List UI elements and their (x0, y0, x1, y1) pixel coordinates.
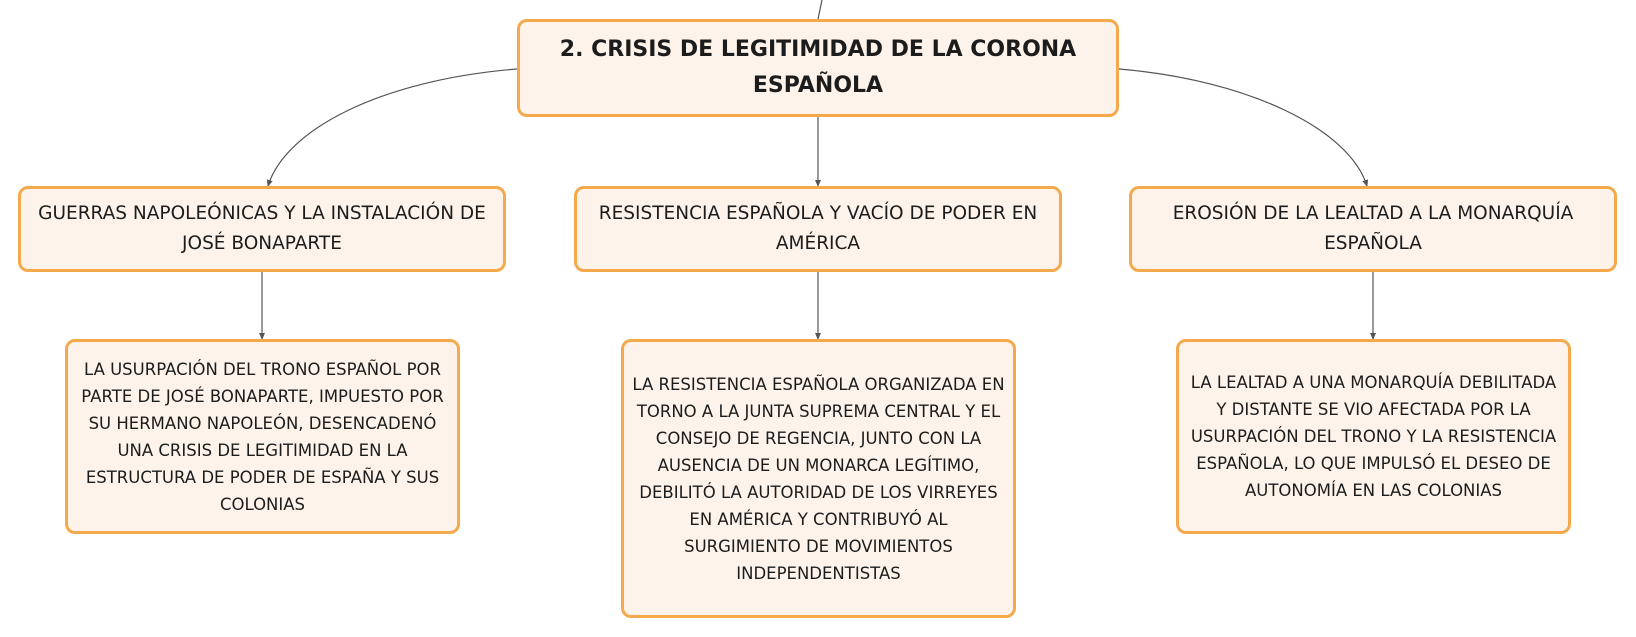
detail-node-text: LA USURPACIÓN DEL TRONO ESPAÑOL POR PART… (81, 359, 444, 514)
topic-node-label: GUERRAS NAPOLEÓNICAS Y LA INSTALACIÓN DE… (38, 203, 486, 254)
detail-node-usurpacion-trono[interactable]: LA USURPACIÓN DEL TRONO ESPAÑOL POR PART… (65, 339, 460, 534)
topic-node-erosion-lealtad[interactable]: EROSIÓN DE LA LEALTAD A LA MONARQUÍA ESP… (1129, 186, 1617, 272)
detail-node-text: LA RESISTENCIA ESPAÑOLA ORGANIZADA EN TO… (632, 374, 1005, 583)
connector-root-to-topic-1 (266, 68, 518, 187)
root-node-label: 2. CRISIS DE LEGITIMIDAD DE LA CORONA ES… (559, 37, 1077, 98)
detail-node-text: LA LEALTAD A UNA MONARQUÍA DEBILITADA Y … (1190, 373, 1557, 500)
detail-node-resistencia-organizada[interactable]: LA RESISTENCIA ESPAÑOLA ORGANIZADA EN TO… (621, 339, 1016, 618)
topic-node-label: EROSIÓN DE LA LEALTAD A LA MONARQUÍA ESP… (1172, 203, 1574, 254)
detail-node-lealtad-debilitada[interactable]: LA LEALTAD A UNA MONARQUÍA DEBILITADA Y … (1176, 339, 1571, 534)
topic-node-resistencia-espanola[interactable]: RESISTENCIA ESPAÑOLA Y VACÍO DE PODER EN… (574, 186, 1062, 272)
topic-node-guerras-napoleonicas[interactable]: GUERRAS NAPOLEÓNICAS Y LA INSTALACIÓN DE… (18, 186, 506, 272)
topic-node-label: RESISTENCIA ESPAÑOLA Y VACÍO DE PODER EN… (598, 203, 1038, 254)
root-node[interactable]: 2. CRISIS DE LEGITIMIDAD DE LA CORONA ES… (517, 19, 1119, 117)
connector-parent-to-root (817, 0, 823, 20)
connector-root-to-topic-3 (1118, 68, 1369, 187)
